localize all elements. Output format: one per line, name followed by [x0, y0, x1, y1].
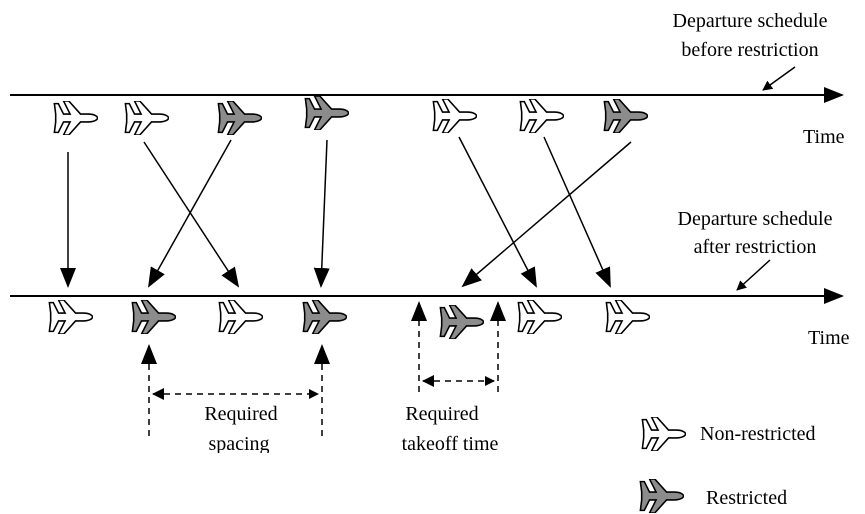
required-takeoff-annotation	[411, 301, 506, 392]
after-label-line1: Departure schedule	[678, 208, 833, 230]
reschedule-arrow	[543, 136, 611, 288]
required-spacing-annotation	[141, 344, 330, 436]
airplane-icon	[439, 305, 484, 339]
reschedule-arrow	[148, 139, 232, 288]
before-label-line2: before restriction	[681, 39, 818, 61]
airplane-icon	[304, 96, 349, 130]
airplane-icon	[432, 99, 477, 133]
airplane-icon	[605, 300, 650, 334]
reschedule-arrow	[458, 136, 537, 288]
airplane-icon	[218, 300, 263, 334]
airplane-icon	[603, 99, 648, 133]
time-label-top: Time	[803, 126, 845, 148]
airplane-icon	[517, 300, 562, 334]
time-label-bottom: Time	[808, 327, 850, 349]
before-label-pointer	[762, 66, 796, 91]
airplane-icon	[639, 479, 684, 513]
airplane-icon	[48, 300, 93, 334]
reschedule-arrow	[313, 139, 330, 288]
airplane-icon	[124, 101, 169, 135]
schedule-before-row	[53, 96, 648, 135]
airplane-icon	[53, 101, 98, 135]
after-label-line2: after restriction	[694, 236, 817, 258]
required-spacing-label-line2: spacing	[208, 433, 269, 455]
reschedule-arrow	[461, 141, 632, 288]
before-label-line1: Departure schedule	[673, 10, 828, 32]
takeoff-label-mask	[380, 456, 530, 468]
required-spacing-label-line1: Required	[204, 403, 277, 425]
spacing-label-mask	[180, 453, 300, 467]
required-takeoff-label-line2: takeoff time	[402, 433, 499, 455]
legend: Non-restricted Restricted	[639, 417, 816, 513]
airplane-icon	[302, 300, 347, 334]
reschedule-arrows	[60, 136, 632, 288]
airplane-icon	[217, 101, 262, 135]
airplane-icon	[519, 99, 564, 133]
after-label-pointer	[736, 259, 771, 291]
required-takeoff-label-line1: Required	[405, 403, 478, 425]
legend-label-non-restricted: Non-restricted	[700, 423, 816, 445]
schedule-after-row	[48, 300, 650, 339]
legend-label-restricted: Restricted	[706, 487, 787, 509]
airplane-icon	[641, 417, 686, 451]
airplane-icon	[131, 300, 176, 334]
reschedule-arrow	[143, 141, 240, 288]
